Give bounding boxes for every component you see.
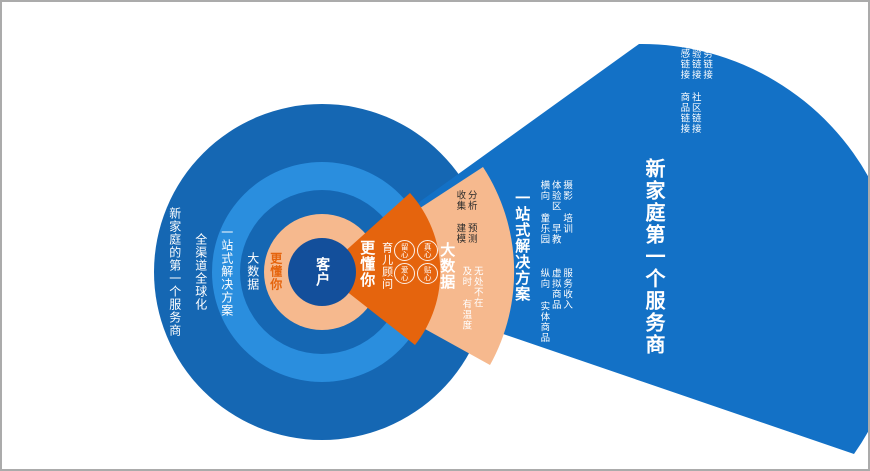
peach-wedge-title-big-data: 大数据 <box>438 242 457 290</box>
ring-label-omnichannel-global: 全渠道全球化 <box>193 233 208 311</box>
fan-vertical-items-text: 纵向 实体商品 虚拟商品 服务收入 <box>538 268 573 343</box>
heart-badge: 留心 <box>394 240 415 261</box>
big-fan-sector <box>322 43 868 454</box>
heart-badge: 爱心 <box>394 263 415 284</box>
fan-main-title-new-family-first-provider: 新家庭第一个服务商 <box>642 158 666 356</box>
ring-label-know-you: 更懂你 <box>268 252 283 291</box>
customer-center-circle <box>288 238 356 306</box>
ring-label-one-stop-solution: 一站式解决方案 <box>219 226 234 317</box>
peach-wedge-qualities-text: 及时 有温度 无处不在 <box>460 266 483 331</box>
heart-badge: 贴心 <box>417 263 438 284</box>
peach-wedge-methods-text: 收集 建模 分析 预测 <box>454 190 477 244</box>
orange-wedge-subtitle-parenting-advisor: 育儿顾问 <box>380 242 394 290</box>
fan-horizontal-items-text: 横向 童乐园 体验区 早教 摄影 培训 <box>538 180 573 245</box>
heart-badge: 真心 <box>417 240 438 261</box>
ring-label-new-family-provider: 新家庭的第一个服务商 <box>167 207 182 337</box>
center-label-customer: 客户 <box>314 257 331 287</box>
orange-wedge-title-know-you: 更懂你 <box>358 240 377 288</box>
ring-label-big-data: 大数据 <box>245 252 260 291</box>
fan-links-text: 情感链接 商品链接 体验链接 社区链接 服务链接 <box>678 38 713 134</box>
orange-wedge-sector <box>322 193 441 345</box>
fan-title-one-stop-solution: 一站式解决方案 <box>513 190 532 302</box>
heart-badges-group: 留心 真心 爱心 贴心 <box>394 240 438 284</box>
